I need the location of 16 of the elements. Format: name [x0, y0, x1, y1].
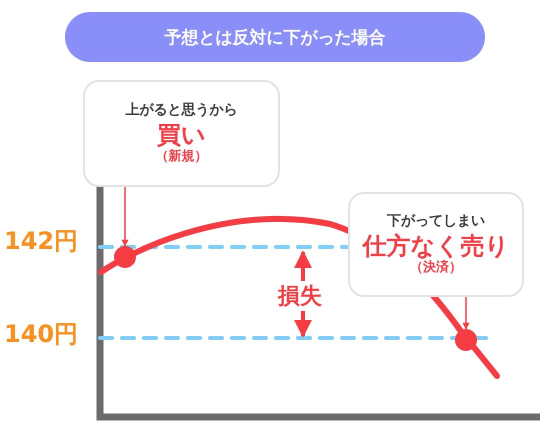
title-banner: 予想とは反対に下がった場合 — [65, 12, 485, 62]
loss-label: 損失 — [276, 281, 324, 311]
callout-text: 上がると思うから — [126, 102, 238, 118]
action-text: 仕方なく売り — [362, 233, 510, 260]
callout-text: 下がってしまい — [387, 213, 485, 230]
action-text: 買い — [157, 122, 206, 150]
note-text: （決済） — [410, 260, 462, 276]
price-label: 140円 — [4, 319, 78, 350]
point-dot — [455, 329, 477, 351]
callout-box — [83, 80, 280, 187]
note-text: （新規） — [156, 150, 208, 165]
callout-box — [348, 192, 524, 297]
arrow — [462, 297, 470, 330]
arrow — [122, 187, 128, 247]
point-dot — [114, 246, 136, 268]
price-label: 142円 — [4, 226, 78, 257]
